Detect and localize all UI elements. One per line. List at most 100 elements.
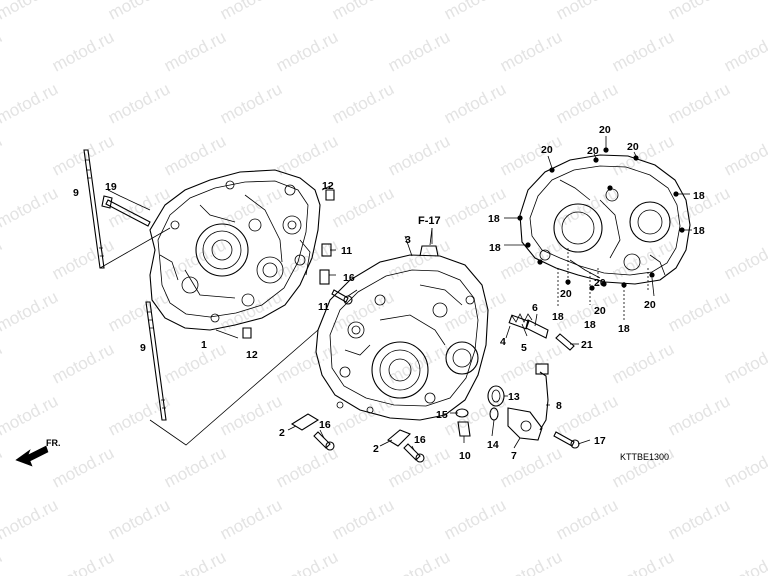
watermark-text: motod.ru: [0, 0, 61, 24]
watermark-text: motod.ru: [441, 0, 509, 24]
callout: 20: [599, 124, 611, 136]
watermark-text: motod.ru: [385, 547, 453, 576]
watermark-text: motod.ru: [665, 79, 733, 127]
callout: 20: [644, 299, 656, 311]
callout: 9: [73, 187, 79, 199]
callout: 15: [436, 409, 448, 421]
callout: 18: [489, 242, 501, 254]
left-crankcase-half: [149, 169, 321, 331]
watermark-text: motod.ru: [161, 547, 229, 576]
callout: 18: [693, 190, 705, 202]
watermark-text: motod.ru: [721, 547, 768, 576]
callout: 4: [500, 336, 506, 348]
watermark-text: motod.ru: [217, 79, 285, 127]
watermark-text: motod.ru: [161, 339, 229, 387]
callout: 8: [556, 400, 562, 412]
watermark-text: motod.ru: [497, 131, 565, 179]
watermark-text: motod.ru: [217, 391, 285, 439]
watermark-text: motod.ru: [329, 0, 397, 24]
plate-6: [525, 319, 549, 339]
callout: 16: [319, 419, 331, 431]
callout: 18: [552, 311, 564, 323]
callout: 20: [541, 144, 553, 156]
callout: 11: [341, 245, 352, 257]
bolt-16-c: [403, 443, 425, 463]
bracket-2-b: [387, 429, 411, 447]
watermark-text: motod.ru: [217, 0, 285, 24]
watermark-text: motod.ru: [0, 339, 5, 387]
watermark-text: motod.ru: [105, 79, 173, 127]
watermark-text: motod.ru: [721, 27, 768, 75]
fastener-points: [517, 147, 685, 291]
watermark-text: motod.ru: [217, 495, 285, 543]
dowel-pin-11-lower: [319, 269, 330, 285]
watermark-text: motod.ru: [721, 235, 768, 283]
callout: 11: [318, 301, 329, 313]
watermark-text: motod.ru: [273, 27, 341, 75]
watermark-text: motod.ru: [161, 131, 229, 179]
watermark-text: motod.ru: [329, 391, 397, 439]
watermark-text: motod.ru: [441, 79, 509, 127]
watermark-text: motod.ru: [49, 547, 117, 576]
front-direction-label: FR.: [46, 438, 61, 448]
bolt-16-a: [331, 289, 353, 305]
callout: 16: [414, 434, 426, 446]
callout: 2: [279, 427, 285, 439]
watermark-text: motod.ru: [49, 235, 117, 283]
watermark-text: motod.ru: [329, 495, 397, 543]
watermark-text: motod.ru: [441, 495, 509, 543]
callout: 18: [618, 323, 630, 335]
callout: 17: [594, 435, 606, 447]
watermark-text: motod.ru: [721, 339, 768, 387]
callout: 3: [405, 234, 411, 246]
bolt-16-b: [313, 431, 335, 451]
watermark-text: motod.ru: [665, 287, 733, 335]
callout: 6: [532, 302, 538, 314]
callout: 5: [521, 342, 527, 354]
callout: 7: [511, 450, 517, 462]
callout: 10: [459, 450, 471, 462]
front-direction-arrow: FR.: [15, 438, 61, 467]
callout-numbers: 1 2 2 3 4 5 6 7 8 9 9 10 11 11 12 12 13 …: [73, 124, 705, 462]
callout: 20: [594, 277, 606, 289]
stud-bolt-lower: [145, 301, 167, 421]
watermark-text: motod.ru: [0, 27, 5, 75]
watermark-text: motod.ru: [105, 495, 173, 543]
watermark-text: motod.ru: [273, 547, 341, 576]
watermark-text: motod.ru: [273, 443, 341, 491]
leader-lines: [99, 136, 692, 451]
watermark-text: motod.ru: [497, 443, 565, 491]
watermark-text: motod.ru: [49, 339, 117, 387]
watermark-text: motod.ru: [0, 547, 5, 576]
watermark-text: motod.ru: [721, 443, 768, 491]
watermark-text: motod.ru: [105, 287, 173, 335]
right-crankcase-half: [315, 245, 489, 421]
callout: 18: [584, 319, 596, 331]
watermark-text: motod.ru: [441, 391, 509, 439]
watermark-text: motod.ru: [385, 131, 453, 179]
watermark-text: motod.ru: [665, 495, 733, 543]
callout: 16: [343, 272, 355, 284]
watermark-text: motod.ru: [0, 495, 61, 543]
watermark-text: motod.ru: [497, 235, 565, 283]
watermark-text: motod.ru: [553, 391, 621, 439]
stud-bolt-upper: [83, 149, 105, 269]
drawing-code: KTTBE1300: [620, 452, 669, 462]
watermark-text: motod.ru: [385, 443, 453, 491]
callout: 20: [560, 288, 572, 300]
watermark-text: motod.ru: [721, 131, 768, 179]
watermark-text: motod.ru: [553, 79, 621, 127]
bracket-2-a: [290, 413, 320, 431]
watermark-text: motod.ru: [0, 391, 61, 439]
watermark-text: motod.ru: [497, 547, 565, 576]
watermark-text: motod.ru: [0, 183, 61, 231]
watermark-text: motod.ru: [553, 0, 621, 24]
watermark-text: motod.ru: [105, 0, 173, 24]
pin-4: [508, 314, 530, 330]
section-reference-label: F-17: [418, 215, 441, 227]
wire-8: [535, 363, 549, 431]
watermark-text: motod.ru: [161, 443, 229, 491]
watermark-text: motod.ru: [609, 339, 677, 387]
watermark-text: motod.ru: [0, 79, 61, 127]
